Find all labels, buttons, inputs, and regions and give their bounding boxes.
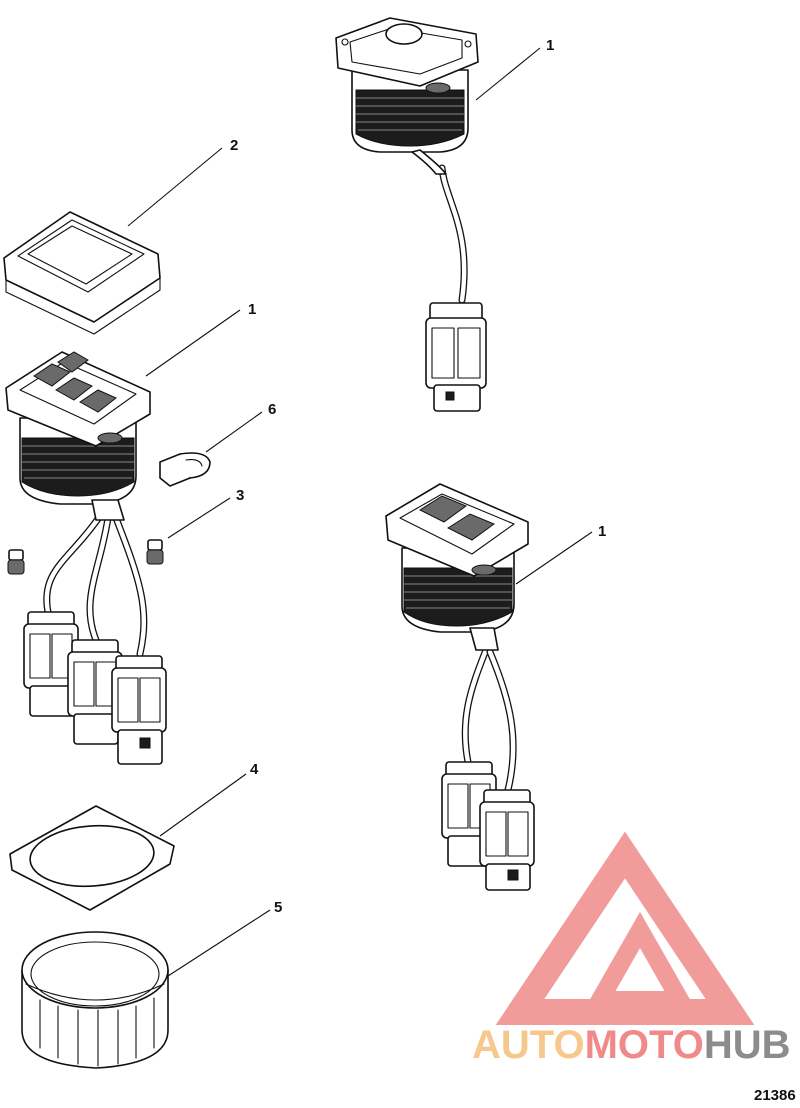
callout-4: 4 bbox=[250, 761, 259, 778]
watermark-triangle bbox=[495, 831, 755, 1025]
watermark-text: AUTOMOTOHUB bbox=[472, 1023, 791, 1067]
leader-line-1c bbox=[515, 531, 593, 585]
switch-three-button bbox=[5, 351, 167, 765]
leader-line-6 bbox=[205, 411, 263, 453]
connector-plug bbox=[479, 789, 535, 891]
callout-6: 6 bbox=[268, 401, 276, 418]
plug-right bbox=[146, 539, 164, 565]
callout-1b: 1 bbox=[248, 301, 256, 318]
leader-line-3 bbox=[167, 497, 231, 539]
callout-3: 3 bbox=[236, 487, 244, 504]
watermark-part-auto: AUTO bbox=[472, 1023, 585, 1067]
gasket bbox=[9, 805, 175, 911]
connector-plug bbox=[425, 302, 487, 412]
leader-line-1b bbox=[145, 309, 241, 377]
connector-plug bbox=[23, 611, 79, 717]
figure-number: 21386 bbox=[754, 1087, 796, 1104]
callout-5: 5 bbox=[274, 899, 282, 916]
connector-plug bbox=[111, 655, 167, 765]
leader-line-5 bbox=[167, 909, 271, 977]
retaining-nut bbox=[21, 931, 169, 1069]
watermark-inner-mark bbox=[584, 911, 696, 1009]
connector-plug bbox=[67, 639, 123, 745]
watermark-logo bbox=[495, 831, 755, 1025]
switch-two-button bbox=[385, 483, 535, 891]
housing-thread bbox=[21, 437, 135, 497]
switch-single-button bbox=[335, 17, 487, 412]
housing-thread bbox=[403, 567, 513, 627]
watermark-part-moto: MOTO bbox=[585, 1023, 704, 1067]
bezel-cover bbox=[3, 211, 161, 335]
housing-thread bbox=[355, 89, 465, 147]
watermark-part-hub: HUB bbox=[704, 1023, 791, 1067]
wire-clip bbox=[159, 452, 211, 487]
leader-line-1a bbox=[475, 47, 541, 101]
callout-1c: 1 bbox=[598, 523, 606, 540]
callout-2: 2 bbox=[230, 137, 238, 154]
leader-line-2 bbox=[127, 147, 223, 227]
callout-1a: 1 bbox=[546, 37, 554, 54]
leader-line-4 bbox=[159, 773, 247, 837]
plug-left bbox=[7, 549, 25, 575]
